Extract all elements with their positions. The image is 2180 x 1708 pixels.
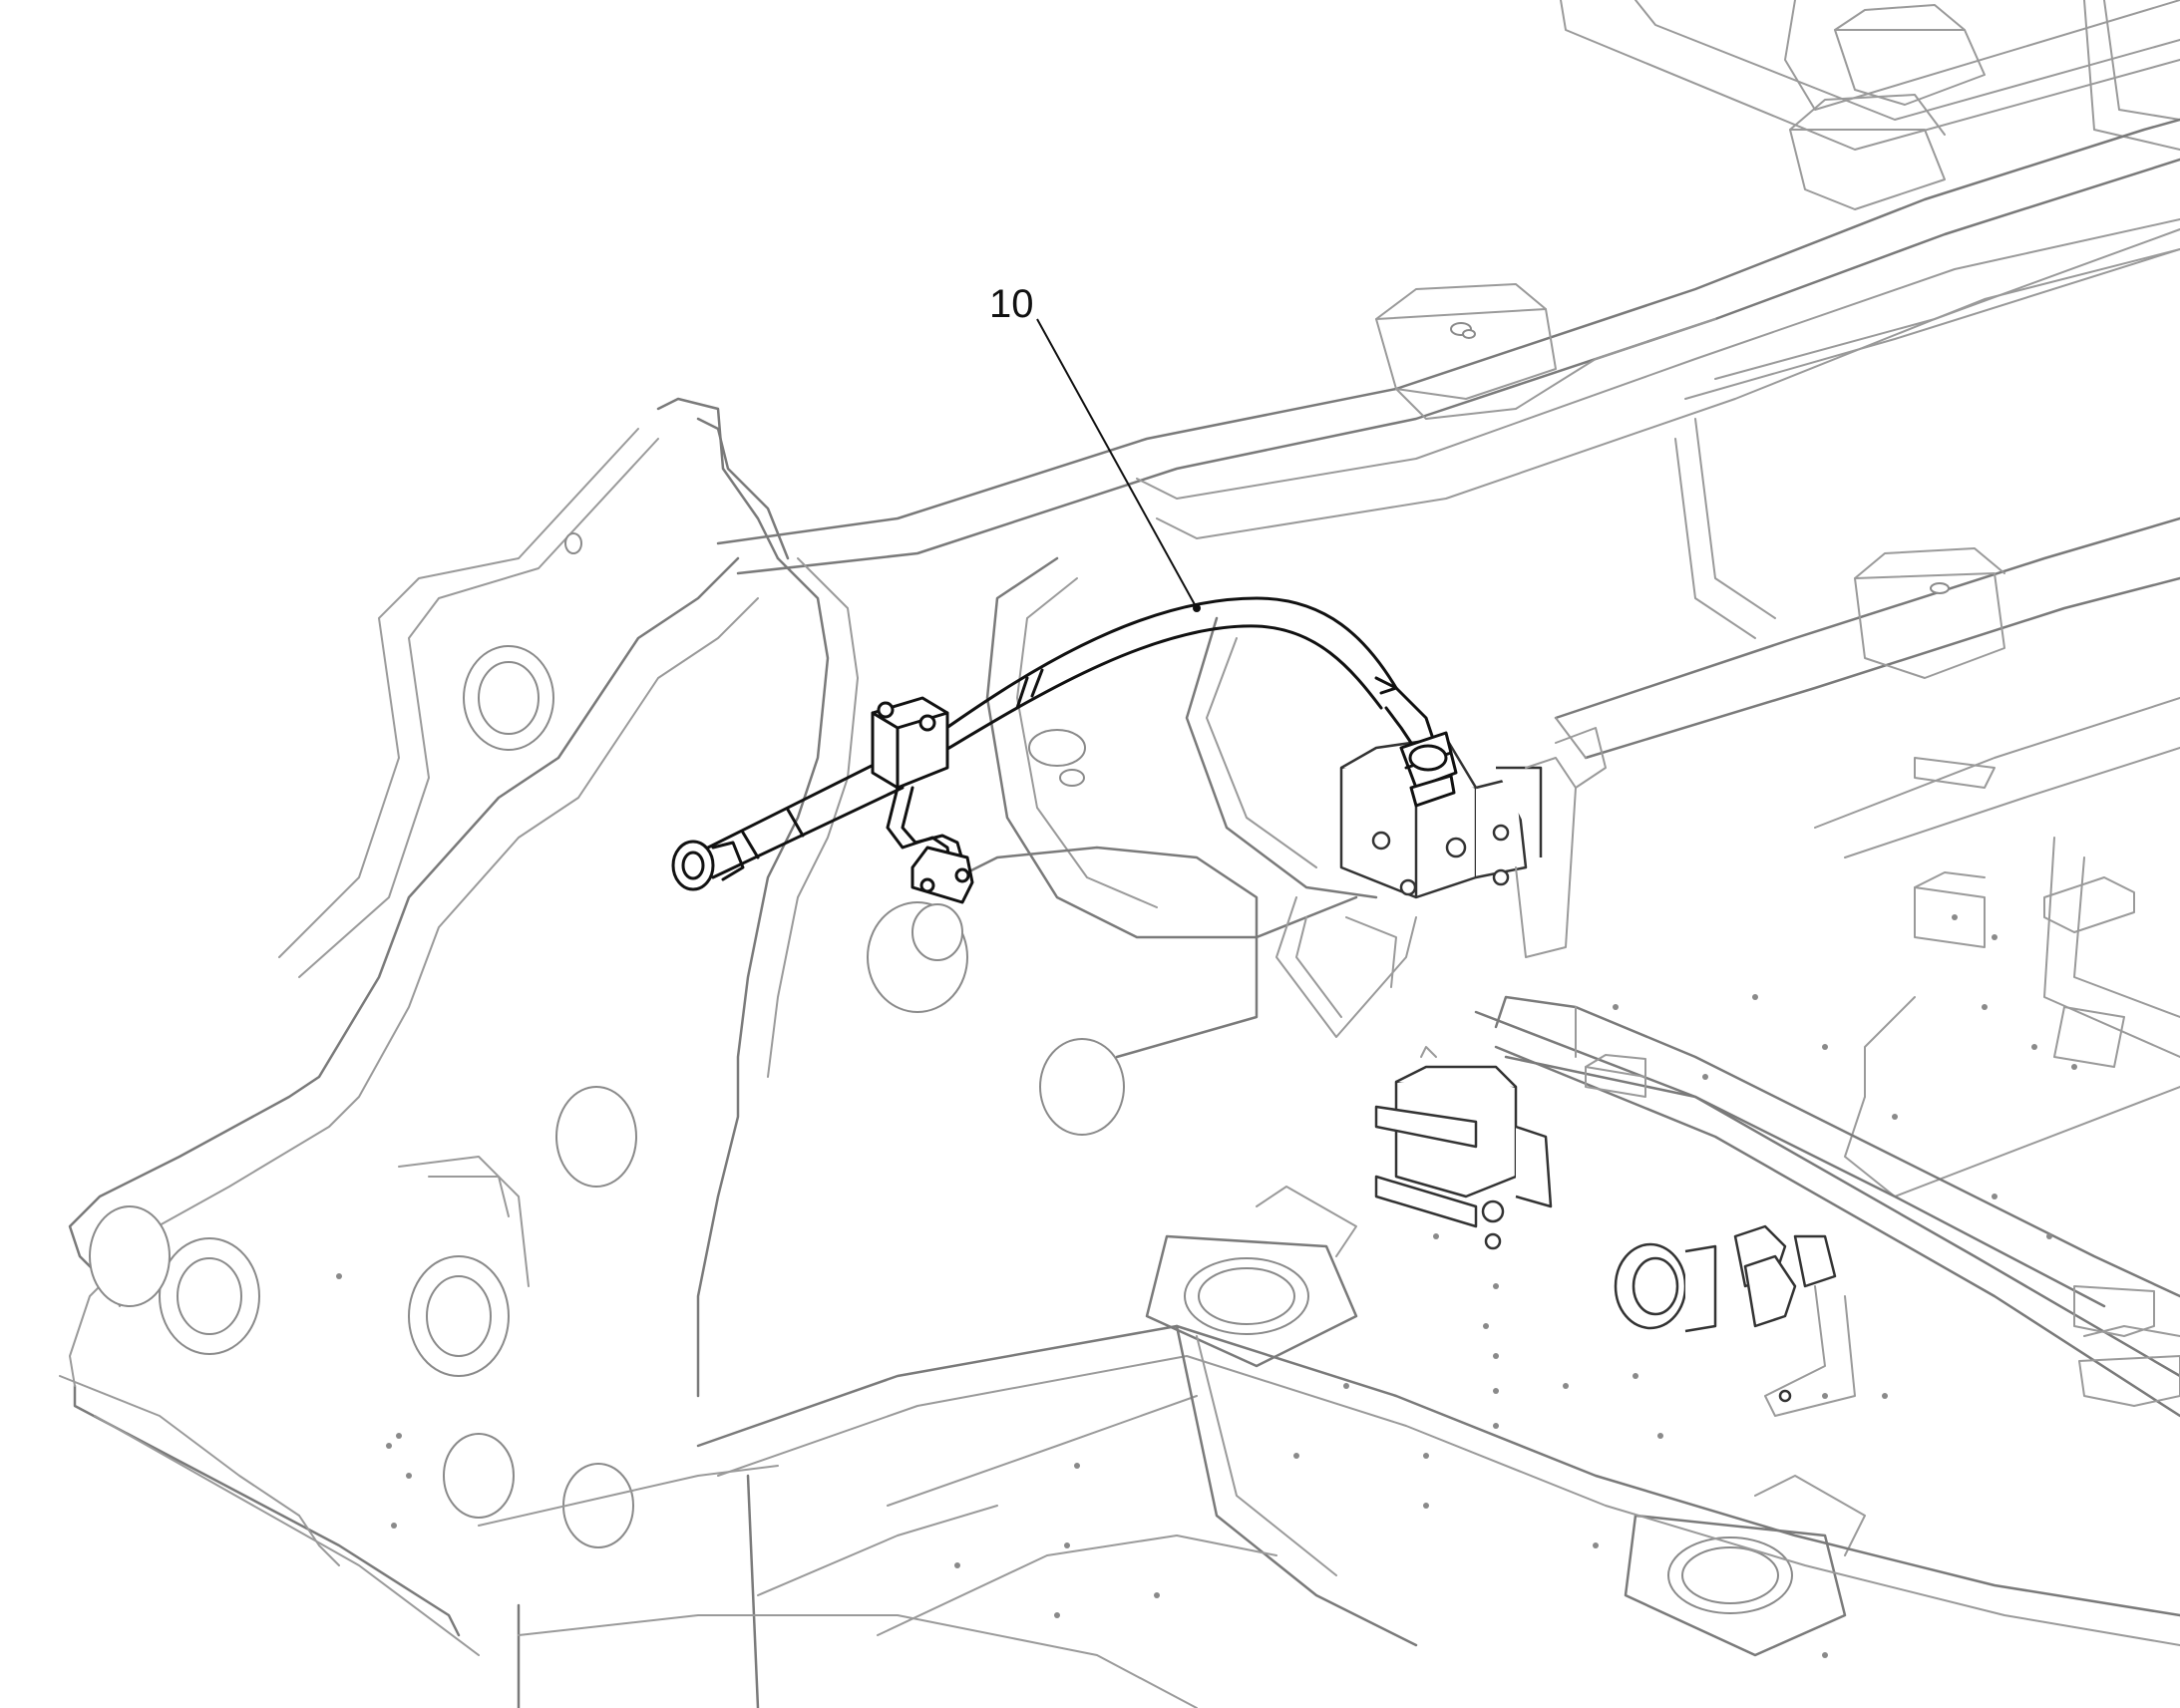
hose-clamp-bracket (871, 696, 974, 904)
frame-structure (59, 0, 2180, 1708)
rivet-dots (336, 914, 2077, 1658)
callout-label: 10 (989, 282, 1034, 326)
callout-leader-line (1036, 318, 1198, 609)
callout-leader-dot (1193, 604, 1201, 612)
callout-10: 10 (989, 282, 1201, 612)
valve-block-lower (1374, 1046, 1553, 1250)
hydraulic-hose-assembly (671, 596, 1458, 891)
electrical-connectors (1614, 1224, 1856, 1417)
